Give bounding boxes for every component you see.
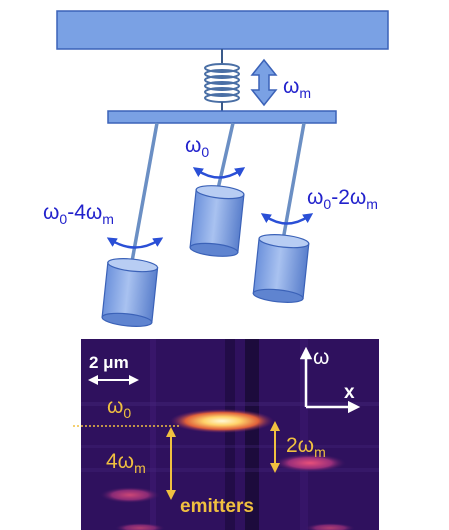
axis-omega-label: ω xyxy=(313,346,329,369)
spring-icon xyxy=(204,49,240,111)
right-emission-spot xyxy=(274,454,346,472)
right-frequency-label: ω0-2ωm xyxy=(307,186,378,212)
crossbar xyxy=(107,110,337,124)
cylinder-middle xyxy=(189,185,245,257)
axis-x-label: x xyxy=(344,382,355,403)
cylinder-right xyxy=(252,234,310,303)
swing-arrow-middle-icon xyxy=(192,167,246,179)
gap-4-label: 4ωm xyxy=(106,450,146,476)
axes-indicator-icon xyxy=(299,346,361,414)
gap-2-label: 2ωm xyxy=(286,434,326,460)
bottom-emission-spot-right xyxy=(305,523,355,530)
cylinder-left xyxy=(101,258,159,327)
emitters-label: emitters xyxy=(180,496,254,517)
reference-omega-0-label: ω0 xyxy=(107,395,131,421)
mechanical-diagram: ωm ω0 xyxy=(43,10,389,327)
rod-middle xyxy=(216,122,235,190)
bright-emission-spot xyxy=(170,409,274,433)
top-support-bar xyxy=(56,10,389,50)
bottom-emission-spot-left xyxy=(115,523,165,530)
omega-0-label: ω0 xyxy=(185,134,209,160)
vertical-oscillation-arrow-icon xyxy=(250,58,278,107)
left-axis-ticks xyxy=(74,349,81,486)
left-frequency-label: ω0-4ωm xyxy=(43,201,114,227)
scale-bar-label: 2 μm xyxy=(89,353,129,372)
omega-m-label: ωm xyxy=(283,75,311,101)
micrograph: 2 μm ω x ω0 4ωm 2ωm emitters xyxy=(73,339,379,530)
swing-arrow-right-icon xyxy=(260,213,314,225)
left-emission-spot xyxy=(100,487,160,503)
swing-arrow-left-icon xyxy=(106,237,164,249)
